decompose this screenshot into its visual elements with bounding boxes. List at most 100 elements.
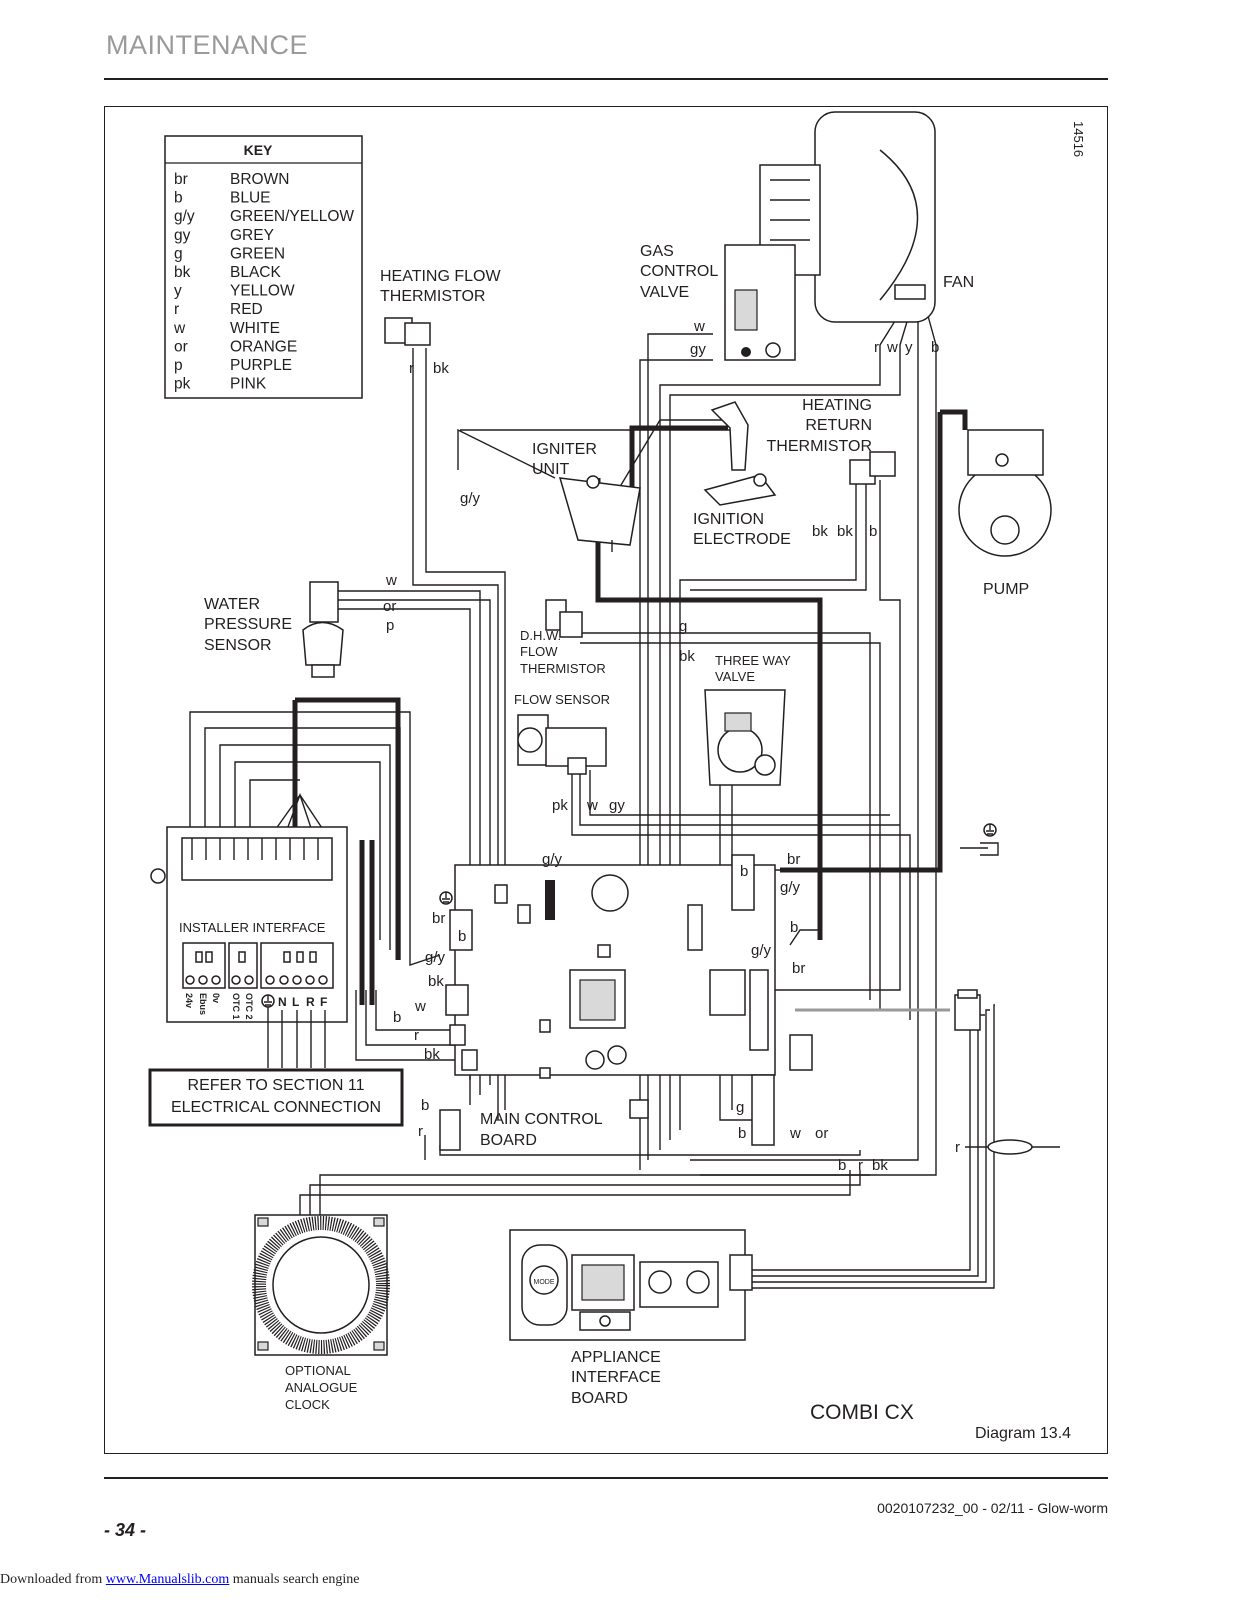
key-code: y <box>174 283 182 300</box>
label-optional-analogue-clock-1: OPTIONAL <box>285 1363 351 1378</box>
component-labels: HEATING FLOW THERMISTOR GAS CONTROL VALV… <box>179 243 1029 1412</box>
wire-label: br <box>432 910 445 927</box>
wire-label: b <box>869 523 877 540</box>
page-number: - 34 - <box>104 1520 147 1540</box>
key-code: or <box>174 338 188 355</box>
heating-return-thermistor-graphic <box>849 451 896 485</box>
footer-rule <box>104 1477 1108 1479</box>
analogue-clock-graphic <box>252 1214 390 1356</box>
key-code: g/y <box>174 208 195 225</box>
mode-button-label: MODE <box>534 1279 555 1286</box>
wire-label: br <box>792 960 805 977</box>
wire-label: p <box>386 617 394 634</box>
key-code: pk <box>174 376 191 393</box>
wire-label: r <box>955 1139 960 1156</box>
installer-interface-graphic <box>150 826 348 1068</box>
igniter-unit-graphic <box>558 475 641 552</box>
wire-label: gy <box>690 341 706 358</box>
wire-label: br <box>787 851 800 868</box>
terminal-f: F <box>320 995 327 1009</box>
wire-label: w <box>886 339 898 356</box>
refer-box: REFER TO SECTION 11 ELECTRICAL CONNECTIO… <box>148 1068 404 1127</box>
water-pressure-sensor-graphic <box>302 581 344 678</box>
wire-label: r <box>414 1027 419 1044</box>
label-heating-return-thermistor-3: THERMISTOR <box>767 438 872 455</box>
refer-box-line-1: REFER TO SECTION 11 <box>188 1077 365 1094</box>
wire-label: r <box>858 1157 863 1174</box>
label-gas-control-valve-3: VALVE <box>640 284 689 301</box>
diagram-caption: Diagram 13.4 <box>975 1425 1071 1442</box>
earth-icon <box>980 823 999 856</box>
key-code: gy <box>174 227 191 244</box>
label-gas-control-valve-1: GAS <box>640 243 674 260</box>
label-main-control-board-2: BOARD <box>480 1132 537 1149</box>
terminal-otc1: OTC 1 <box>231 993 241 1020</box>
wire-label: bk <box>812 523 828 540</box>
label-dhw-flow-thermistor-3: THERMISTOR <box>520 661 606 676</box>
ignition-electrode-graphic <box>703 401 777 506</box>
wire-label: gy <box>609 797 625 814</box>
label-heating-return-thermistor-1: HEATING <box>802 397 872 414</box>
label-dhw-flow-thermistor-2: FLOW <box>520 644 558 659</box>
label-optional-analogue-clock-3: CLOCK <box>285 1397 330 1412</box>
key-colour: RED <box>230 301 263 318</box>
wire-label: w <box>385 572 397 589</box>
key-colour: ORANGE <box>230 338 297 355</box>
key-code: w <box>173 320 186 337</box>
key-colour: BLACK <box>230 264 281 281</box>
watermark-suffix: manuals search engine <box>229 1572 360 1587</box>
label-gas-control-valve-2: CONTROL <box>640 263 718 280</box>
terminal-ebus: Ebus <box>198 993 208 1015</box>
wire-label: w <box>789 1125 801 1142</box>
wire-label: or <box>383 598 396 615</box>
wire-label: bk <box>872 1157 888 1174</box>
ferrite-ring-graphic <box>987 1139 1033 1155</box>
label-appliance-interface-board-3: BOARD <box>571 1390 628 1407</box>
wire-label: b <box>838 1157 846 1174</box>
appliance-interface-board-graphic <box>509 1229 753 1341</box>
terminal-0v: 0v <box>211 993 221 1003</box>
earth-icon <box>261 994 275 1008</box>
aib-connector-graphic <box>954 989 981 1031</box>
wire-label: b <box>421 1097 429 1114</box>
label-fan: FAN <box>943 274 974 291</box>
manualslib-link[interactable]: www.Manualslib.com <box>105 1572 230 1587</box>
label-appliance-interface-board-1: APPLIANCE <box>571 1349 661 1366</box>
label-heating-return-thermistor-2: RETURN <box>805 417 872 434</box>
wire-label: b <box>393 1009 401 1026</box>
wire-label: bk <box>424 1046 440 1063</box>
terminal-24v: 24v <box>184 993 194 1008</box>
wire-label: g <box>736 1099 744 1116</box>
refer-box-line-2: ELECTRICAL CONNECTION <box>171 1099 381 1116</box>
label-water-pressure-sensor-1: WATER <box>204 596 260 613</box>
download-watermark: Downloaded from www.Manualslib.com manua… <box>0 1572 360 1588</box>
label-ignition-electrode-1: IGNITION <box>693 511 764 528</box>
mains-terminal-labels: N L R F <box>278 995 327 1009</box>
heating-flow-thermistor-graphic <box>384 317 431 346</box>
key-code: b <box>174 190 183 207</box>
wire-label: or <box>815 1125 828 1142</box>
wire-label: w <box>586 797 598 814</box>
wire-label: w <box>693 318 705 335</box>
label-three-way-valve-1: THREE WAY <box>715 653 791 668</box>
key-colour: GREEN <box>230 245 285 262</box>
label-three-way-valve-2: VALVE <box>715 669 755 684</box>
key-colour: PINK <box>230 376 267 393</box>
key-colour: PURPLE <box>230 357 292 374</box>
label-pump: PUMP <box>983 581 1029 598</box>
wire-label: bk <box>433 360 449 377</box>
label-igniter-unit-1: IGNITER <box>532 441 597 458</box>
wire-label: bk <box>428 973 444 990</box>
document-reference: 0020107232_00 - 02/11 - Glow-worm <box>877 1500 1108 1516</box>
key-colour: GREY <box>230 227 274 244</box>
label-installer-interface: INSTALLER INTERFACE <box>179 920 326 935</box>
wire-label: r <box>874 339 879 356</box>
terminal-r: R <box>306 995 315 1009</box>
installer-terminal-labels: 24v Ebus 0v OTC 1 OTC 2 <box>184 993 254 1020</box>
label-main-control-board-1: MAIN CONTROL <box>480 1111 603 1128</box>
page-section-title: MAINTENANCE <box>106 30 309 60</box>
terminal-l: L <box>292 995 299 1009</box>
wire-label: b <box>458 928 466 945</box>
